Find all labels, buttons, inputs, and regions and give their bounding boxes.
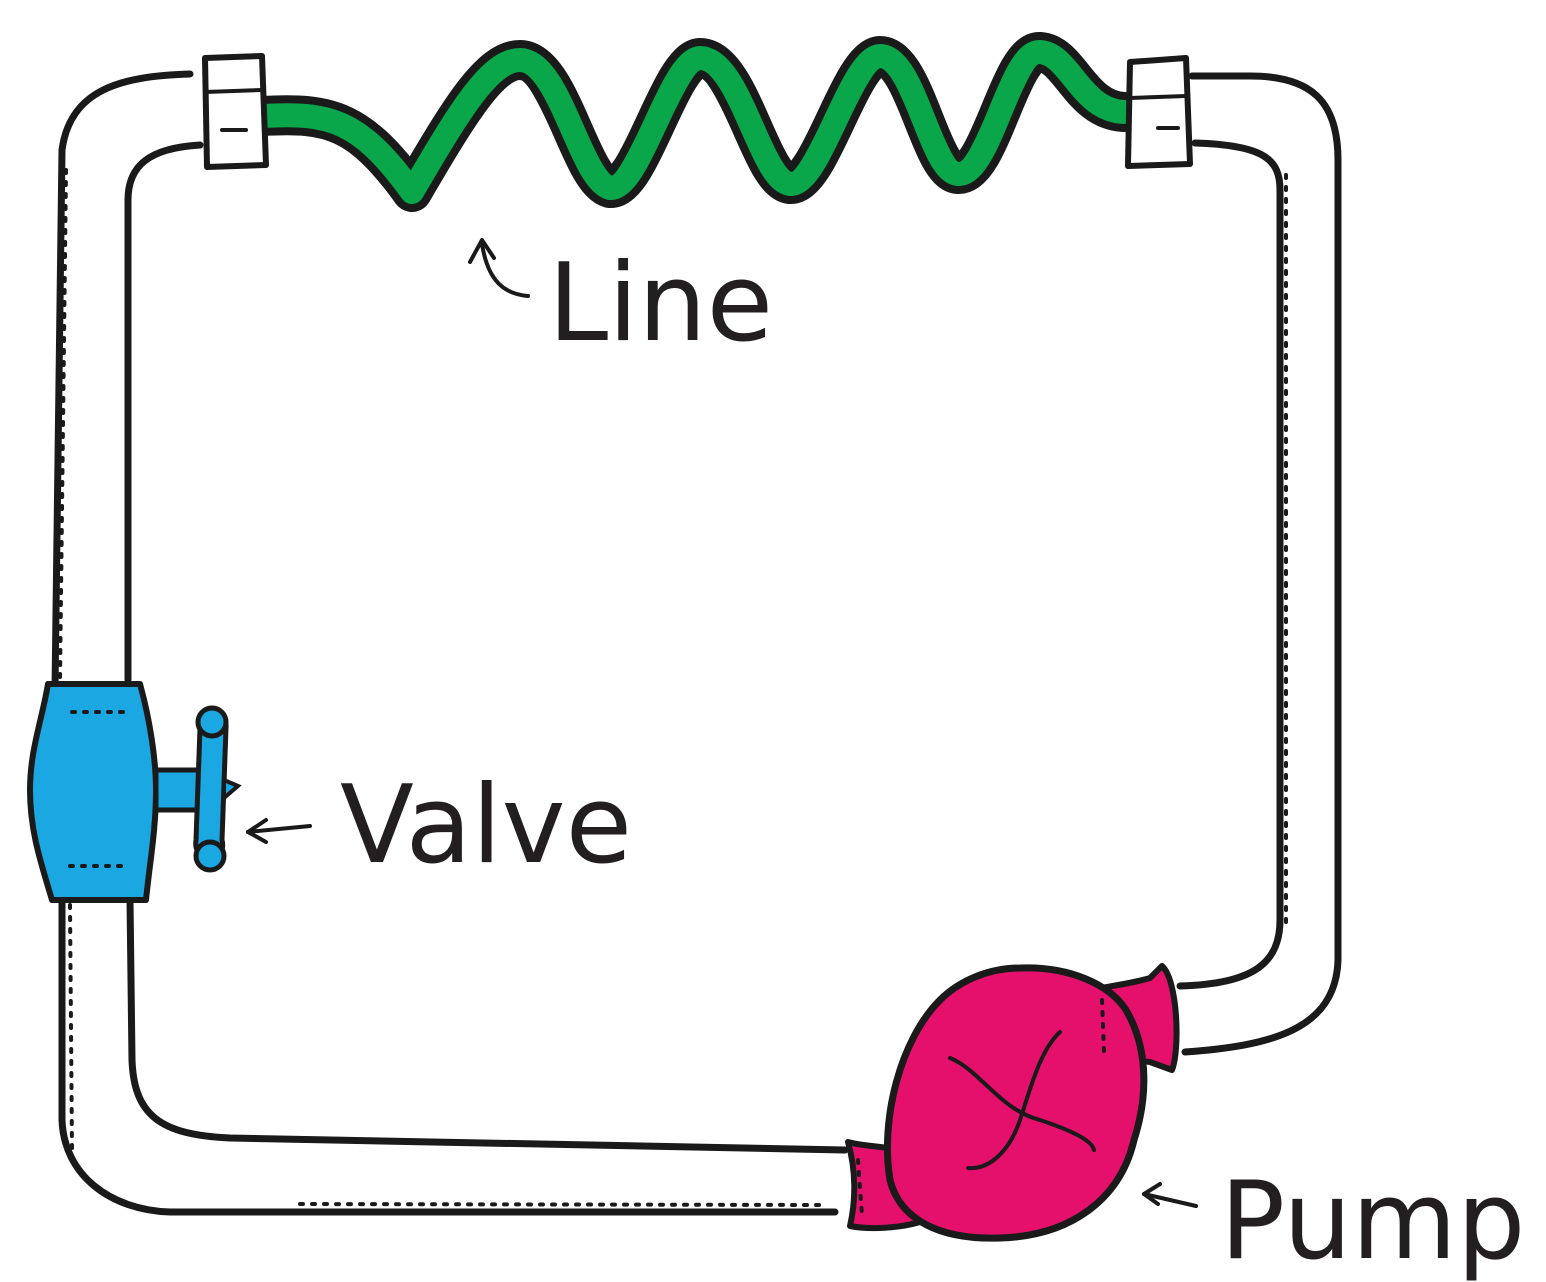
pipe-loop-icon: [51, 70, 1342, 1216]
pump-outlet-shading: [1100, 998, 1106, 1054]
valve-stem: [153, 767, 203, 813]
pump-callout-arrowhead: [1142, 1182, 1162, 1206]
coil-line-fill: [250, 40, 1136, 204]
pump-inlet-shading: [856, 1158, 864, 1217]
pipe-shading-bottom: [298, 1202, 822, 1207]
pipe-outer-edge: [51, 70, 1342, 1216]
fitting-left-band: [203, 88, 264, 94]
fitting-right: [1125, 55, 1193, 169]
pump-impeller-arm-2: [966, 1030, 1062, 1171]
fitting-right-band: [1128, 94, 1188, 100]
pump-housing: [884, 964, 1148, 1242]
pipe-inner-edge: [124, 139, 1284, 1154]
pump-icon: [845, 963, 1180, 1242]
pump-callout-arrow: [1142, 1192, 1198, 1208]
pump-impeller-arm-1: [948, 1056, 1096, 1152]
pump-label: Pump: [1220, 1159, 1525, 1282]
line-callout-arrowhead: [468, 238, 496, 264]
valve-label: Valve: [340, 763, 632, 888]
valve-icon: [27, 681, 242, 903]
line-callout-arrow: [480, 242, 530, 298]
pipe-shading-left-lower: [68, 903, 74, 1152]
pipe-fitting-icon: [202, 53, 1193, 170]
valve-callout-arrow: [246, 824, 312, 834]
valve-handle-knob-top: [195, 705, 229, 739]
line-label: Line: [548, 241, 773, 366]
valve-body: [27, 681, 159, 903]
fitting-left: [202, 53, 269, 170]
valve-callout-arrowhead: [246, 818, 268, 844]
pipe-shading-left: [58, 168, 68, 682]
coil-line-icon: [242, 32, 1144, 212]
callout-arrows: [246, 238, 1198, 1208]
valve-handle-knob-bottom: [193, 839, 227, 873]
valve-handle-tip: [222, 776, 242, 803]
